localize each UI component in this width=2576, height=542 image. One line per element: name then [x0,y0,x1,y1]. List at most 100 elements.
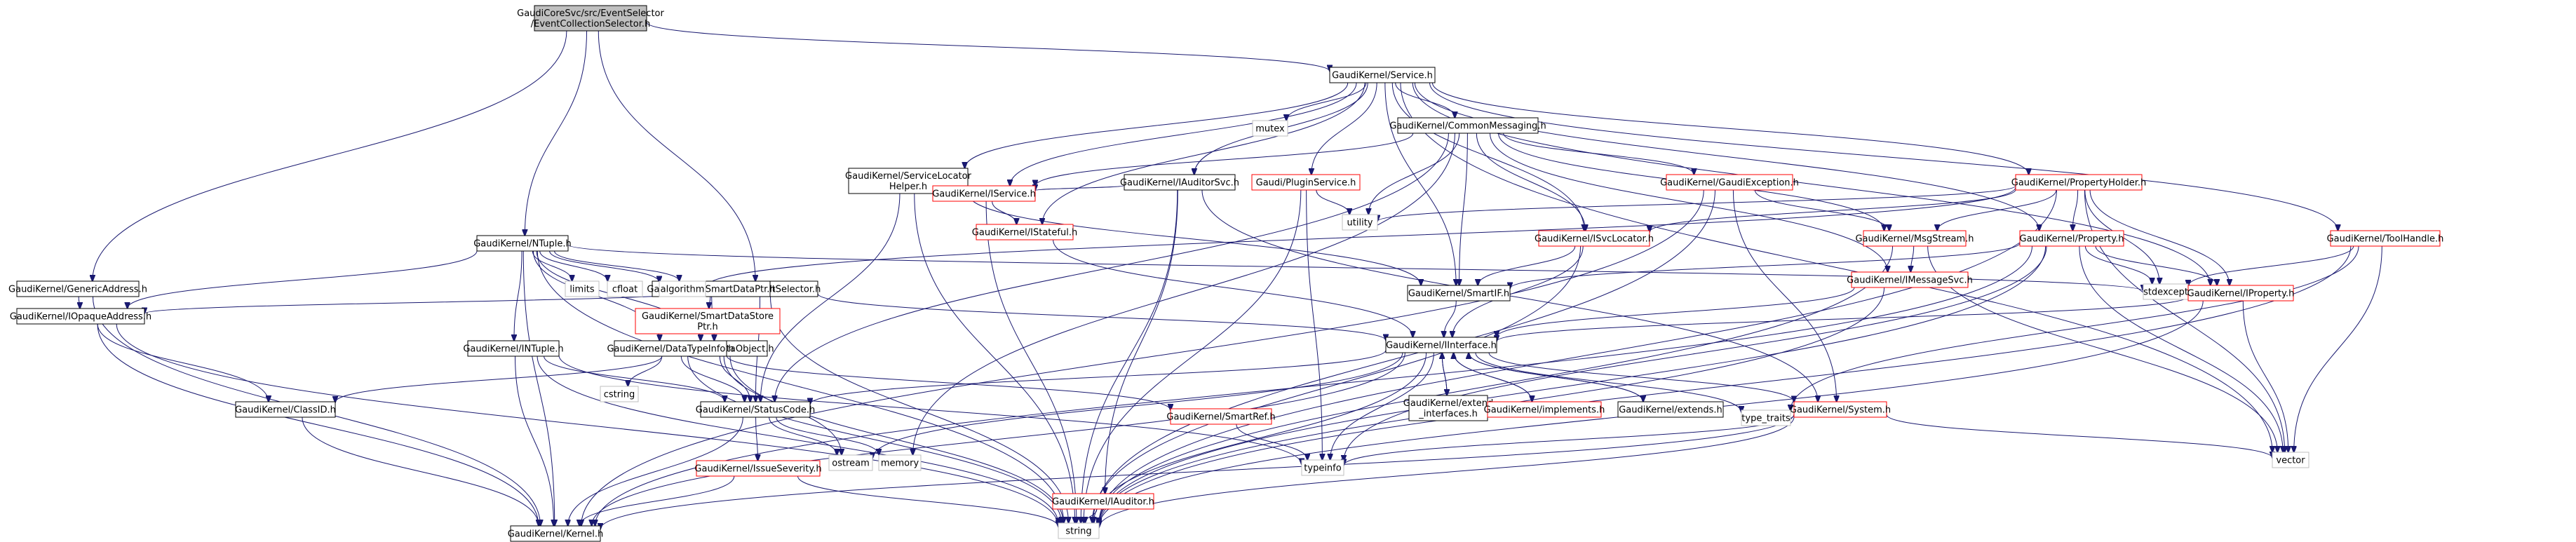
node-generic[interactable]: GaudiKernel/GenericAddress.h [8,280,147,297]
node-label-ntuple-0: GaudiKernel/NTuple.h [473,239,572,250]
node-box-datatypeinfo[interactable] [614,340,727,357]
node-mutex[interactable]: mutex [1252,120,1288,137]
node-box-string[interactable] [1058,522,1100,539]
node-box-typetraits[interactable] [1741,409,1791,426]
node-box-kernel[interactable] [510,525,601,542]
node-extendiface[interactable]: GaudiKernel/extend_interfaces.h [1403,395,1493,421]
node-iopaque[interactable]: GaudiKernel/IOpaqueAddress.h [10,308,151,325]
node-system[interactable]: GaudiKernel/System.h [1790,401,1891,418]
node-issueseverity[interactable]: GaudiKernel/IssueSeverity.h [694,460,822,477]
node-property[interactable]: GaudiKernel/Property.h [2019,230,2124,247]
node-pluginservice[interactable]: Gaudi/PluginService.h [1251,174,1361,191]
edge-propertyholder-to-algorithm [706,187,2016,287]
node-box-statuscode[interactable] [700,401,811,418]
node-memory[interactable]: memory [878,454,922,471]
node-implements[interactable]: GaudiKernel/implements.h [1484,401,1605,418]
node-box-ostream[interactable] [828,454,873,471]
edge-propertyholder-to-msgstream [1937,189,2057,231]
node-box-pluginservice[interactable] [1251,174,1361,191]
node-service[interactable]: GaudiKernel/Service.h [1329,67,1436,83]
node-box-cfloat[interactable] [607,280,643,297]
node-box-iopaque[interactable] [16,308,145,325]
node-box-memory[interactable] [878,454,922,471]
node-box-classid[interactable] [235,401,336,418]
node-utility[interactable]: utility [1342,214,1378,231]
node-gaudiexception[interactable]: GaudiKernel/GaudiException.h [1660,174,1799,191]
node-string[interactable]: string [1058,522,1100,539]
node-box-issueseverity[interactable] [696,460,821,477]
node-box-intuple[interactable] [467,340,560,357]
node-cfloat[interactable]: cfloat [607,280,643,297]
node-box-toolhandle[interactable] [2330,230,2441,247]
node-box-typeinfo[interactable] [1301,459,1344,476]
node-box-extendiface[interactable] [1408,395,1488,421]
node-propertyholder[interactable]: GaudiKernel/PropertyHolder.h [2011,174,2147,191]
node-iinterface[interactable]: GaudiKernel/IInterface.h [1385,337,1497,353]
node-box-cstring[interactable] [600,386,639,402]
edge-property-to-typeinfo [1344,245,2047,461]
node-ostream[interactable]: ostream [828,454,873,471]
node-box-smartdatastore[interactable] [635,308,781,334]
node-box-algorithm[interactable] [659,280,706,297]
node-iservice[interactable]: GaudiKernel/IService.h [932,185,1036,202]
node-box-isvclocator[interactable] [1538,230,1650,247]
node-extends[interactable]: GaudiKernel/extends.h [1617,401,1724,418]
node-box-msgstream[interactable] [1863,230,1967,247]
node-box-smartif[interactable] [1407,285,1511,302]
node-label-iproperty-0: GaudiKernel/IProperty.h [2187,289,2295,299]
edge-datatypeinfo-to-string [687,355,1062,523]
node-box-root[interactable] [534,5,647,32]
node-box-smartref[interactable] [1170,408,1272,425]
node-box-iauditorsvc[interactable] [1124,174,1236,191]
node-isvclocator[interactable]: GaudiKernel/ISvcLocator.h [1535,230,1654,247]
node-box-iproperty[interactable] [2187,285,2294,302]
edge-svclocatorhelper-to-statuscode [760,193,901,402]
node-typeinfo[interactable]: typeinfo [1301,459,1344,476]
node-box-mutex[interactable] [1252,120,1288,137]
node-imessagesvc[interactable]: GaudiKernel/IMessageSvc.h [1847,271,1973,288]
node-box-commonmsg[interactable] [1397,117,1539,134]
node-box-implements[interactable] [1487,401,1602,418]
node-ntuple[interactable]: GaudiKernel/NTuple.h [473,235,572,252]
node-iproperty[interactable]: GaudiKernel/IProperty.h [2187,285,2295,302]
node-box-iinterface[interactable] [1385,337,1497,353]
node-commonmsg[interactable]: GaudiKernel/CommonMessaging.h [1389,117,1546,134]
edge-property-to-kernel [595,245,2033,526]
node-box-utility[interactable] [1342,214,1378,231]
node-typetraits[interactable]: type_traits [1741,409,1791,426]
node-iauditorsvc[interactable]: GaudiKernel/IAuditorSvc.h [1120,174,1239,191]
node-box-gaudiexception[interactable] [1666,174,1793,191]
node-stdexcept[interactable]: stdexcept [2143,283,2189,300]
node-box-limits[interactable] [565,280,600,297]
node-root[interactable]: GaudiCoreSvc/src/EventSelector/EventColl… [517,5,665,32]
node-box-istateful[interactable] [976,224,1074,240]
node-vector[interactable]: vector [2272,452,2309,468]
node-smartif[interactable]: GaudiKernel/SmartIF.h [1407,285,1511,302]
node-istateful[interactable]: GaudiKernel/IStateful.h [972,224,1077,240]
node-box-propertyholder[interactable] [2015,174,2143,191]
node-box-iservice[interactable] [932,185,1036,202]
node-smartref[interactable]: GaudiKernel/SmartRef.h [1166,408,1276,425]
node-msgstream[interactable]: GaudiKernel/MsgStream.h [1855,230,1974,247]
node-iauditor[interactable]: GaudiKernel/IAuditor.h [1052,493,1154,510]
node-limits[interactable]: limits [565,280,600,297]
node-box-property[interactable] [2019,230,2124,247]
node-algorithm[interactable]: algorithm [659,280,706,297]
node-box-generic[interactable] [16,280,140,297]
node-box-iauditor[interactable] [1052,493,1154,510]
node-toolhandle[interactable]: GaudiKernel/ToolHandle.h [2327,230,2444,247]
node-box-imessagesvc[interactable] [1851,271,1969,288]
node-box-vector[interactable] [2272,452,2309,468]
node-box-extends[interactable] [1617,401,1724,418]
node-box-system[interactable] [1793,401,1887,418]
edge-service-to-pluginservice [1311,82,1377,175]
node-cstring[interactable]: cstring [600,386,639,402]
node-intuple[interactable]: GaudiKernel/INTuple.h [463,340,564,357]
node-box-service[interactable] [1329,67,1436,83]
node-statuscode[interactable]: GaudiKernel/StatusCode.h [696,401,815,418]
node-kernel[interactable]: GaudiKernel/Kernel.h [508,525,604,542]
node-datatypeinfo[interactable]: GaudiKernel/DataTypeInfo.h [607,340,734,357]
node-classid[interactable]: GaudiKernel/ClassID.h [235,401,336,418]
node-box-ntuple[interactable] [476,235,569,252]
